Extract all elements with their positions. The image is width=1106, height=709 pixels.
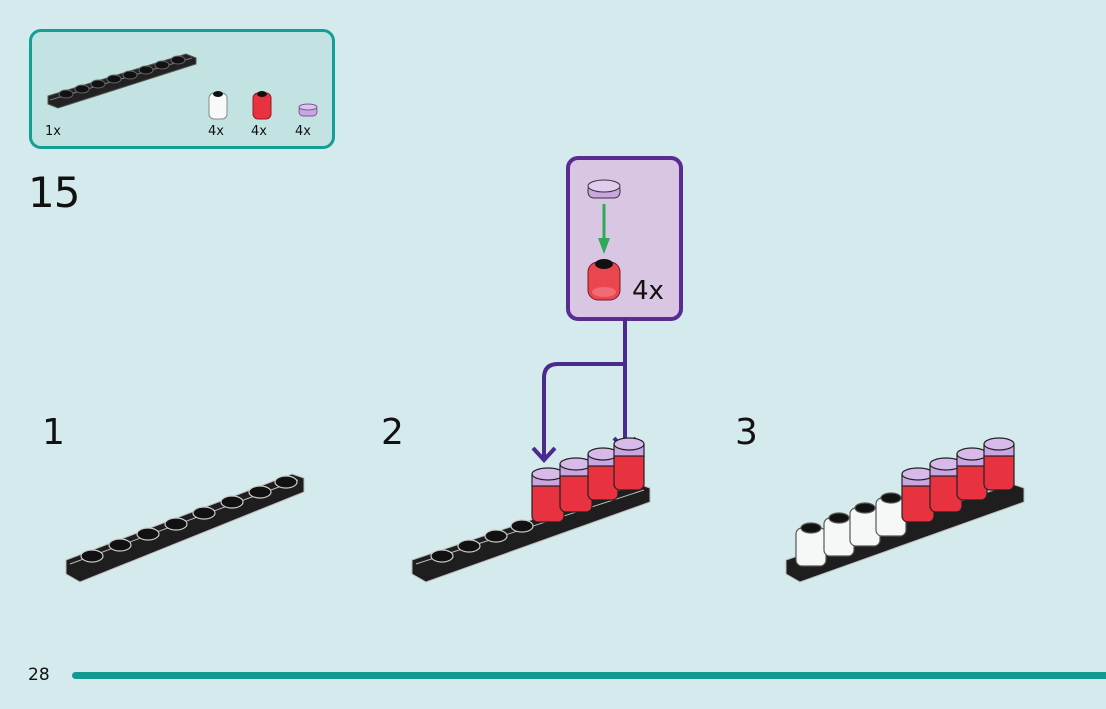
green-arrow-icon	[598, 204, 610, 254]
red-bricks-with-tiles	[901, 437, 1015, 523]
sub-assembly-callout: 4x	[566, 156, 683, 321]
clear-round-brick-icon	[208, 91, 228, 120]
sub-step-3-assembly	[785, 437, 1025, 583]
sub-step-1-label: 1	[42, 412, 65, 453]
red-bricks-with-tiles	[531, 437, 645, 523]
part-qty-clear: 4x	[208, 124, 224, 139]
plate-1x8-icon	[47, 53, 197, 109]
red-round-brick-icon	[252, 91, 272, 120]
clear-bricks	[795, 492, 907, 567]
sub-step-3-label: 3	[735, 412, 758, 453]
parts-list-box: 1x 4x 4x 4x	[29, 29, 335, 149]
lavender-tile-icon	[587, 179, 621, 199]
step-number: 15	[28, 168, 80, 217]
red-round-brick-icon	[587, 259, 621, 301]
sub-step-2-assembly	[411, 437, 651, 583]
sub-step-1-plate	[65, 473, 305, 583]
lavender-round-tile-icon	[298, 103, 318, 117]
sub-step-2-label: 2	[381, 412, 404, 453]
part-qty-plate: 1x	[45, 124, 61, 139]
callout-quantity: 4x	[632, 276, 664, 306]
part-qty-red: 4x	[251, 124, 267, 139]
page-progress-bar	[72, 672, 1106, 679]
part-qty-tile: 4x	[295, 124, 311, 139]
page-number: 28	[28, 665, 50, 685]
